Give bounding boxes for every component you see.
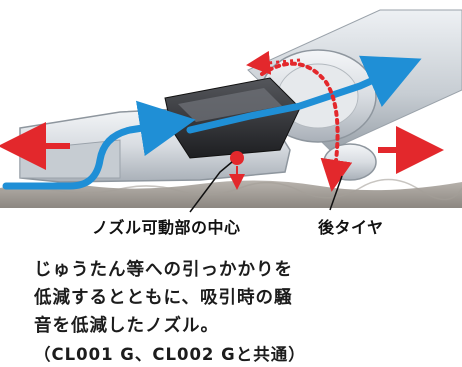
pivot-dot-icon [230,151,244,165]
description-line: 低減するとともに、吸引時の騒 [34,288,293,308]
rear-wheel [323,143,377,181]
rear-tire-label: 後タイヤ [318,218,384,237]
description-line: じゅうたん等への引っかかりを [34,260,293,280]
carpet [0,180,462,208]
rotation-arc-arrow [246,50,301,75]
description-line: 音を低減したノズル。 [34,316,219,336]
leader-line-pivot [189,161,233,213]
pivot-center-label: ノズル可動部の中心 [92,218,241,237]
pivot-housing-highlight [178,88,282,122]
airflow-arrow [2,100,196,190]
leader-line-rear-tire [329,175,343,211]
airflow-arrow [186,55,422,134]
nozzle-illustration [0,9,462,213]
rotation-arc-arrow [260,61,353,192]
compatibility-note: （CL001 G、CL002 Gと共通） [34,345,306,364]
